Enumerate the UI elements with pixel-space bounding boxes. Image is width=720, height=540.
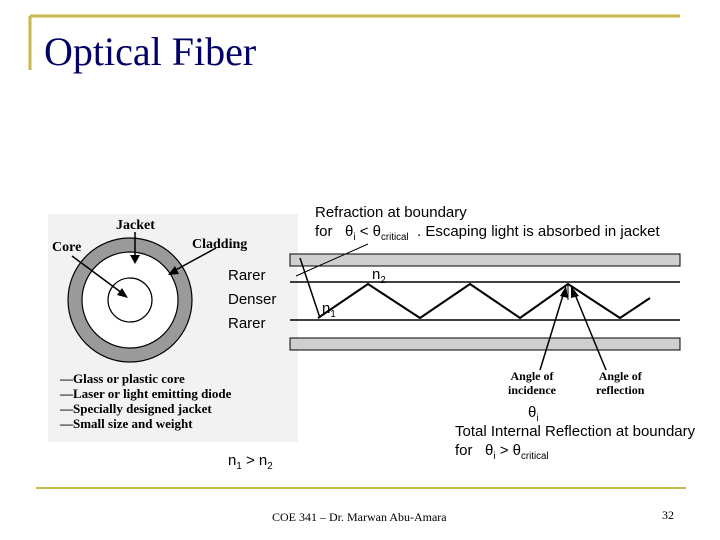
theta-symbol: θ xyxy=(512,442,521,459)
feature-item: —Specially designed jacket xyxy=(60,401,212,416)
refraction-caption-line1: Refraction at boundary xyxy=(315,204,467,221)
reflection-pointer xyxy=(573,291,607,371)
n-letter: n xyxy=(372,266,381,283)
feature-list: —Glass or plastic core —Laser or light e… xyxy=(60,371,231,431)
theta-symbol: θ xyxy=(485,442,494,459)
tir-caption-line2: for θi > θcritical xyxy=(455,442,549,462)
less-than: < xyxy=(359,223,369,240)
cladding-arrowhead xyxy=(168,266,179,275)
greater-than: > xyxy=(499,442,509,459)
for-text: for xyxy=(315,223,333,240)
tir-caption-line1: Total Internal Reflection at boundary xyxy=(455,423,696,440)
theta-symbol: θ xyxy=(372,223,381,240)
feature-item: —Glass or plastic core xyxy=(60,371,185,386)
layer-label-top: Rarer xyxy=(228,267,266,284)
subscript-i: i xyxy=(536,413,539,424)
refraction-pointer xyxy=(295,243,369,277)
core-arrowhead xyxy=(117,288,128,298)
footer-course: COE 341 – Dr. Marwan Abu-Amara xyxy=(272,510,447,524)
for-text: for xyxy=(455,442,473,459)
bottom-jacket-band xyxy=(289,337,681,351)
angle-of-reflection-label: Angle of reflection xyxy=(596,369,645,397)
core-label: Core xyxy=(52,240,82,255)
subscript-2: 2 xyxy=(380,275,386,286)
cladding-label: Cladding xyxy=(192,237,248,252)
refraction-caption-line2: for θi < θcritical . Escaping light is a… xyxy=(315,223,660,243)
feature-item: —Laser or light emitting diode xyxy=(60,386,232,401)
n1-label: n1 xyxy=(322,300,336,320)
subscript-1: 1 xyxy=(236,461,242,472)
core-circle xyxy=(107,277,153,323)
top-jacket-band xyxy=(289,253,681,267)
feature-item: —Small size and weight xyxy=(60,416,193,431)
incidence-pointer xyxy=(539,291,565,371)
theta-symbol: θ xyxy=(345,223,354,240)
jacket-label: Jacket xyxy=(116,218,155,233)
page-number: 32 xyxy=(662,508,674,522)
theta-symbol: θ xyxy=(528,404,537,421)
core-pointer xyxy=(71,255,127,297)
layer-label-bottom: Rarer xyxy=(228,315,266,332)
theta-i-label: θi xyxy=(528,404,539,424)
jacket-arrowhead xyxy=(130,255,140,264)
n2-label: n2 xyxy=(372,266,386,286)
n-letter: n xyxy=(322,300,331,317)
angle-of-incidence-label: Angle of incidence xyxy=(508,369,556,397)
n-letter: n xyxy=(228,452,237,469)
escaping-ray xyxy=(299,257,321,319)
subscript-critical: critical xyxy=(521,451,549,462)
incidence-arrowhead xyxy=(560,286,568,298)
reflected-light-ray xyxy=(317,282,651,320)
cladding-pointer xyxy=(171,247,217,273)
subscript-2: 2 xyxy=(267,461,273,472)
index-relation: n1 > n2 xyxy=(228,452,273,472)
subscript-i: i xyxy=(493,451,496,462)
subscript-1: 1 xyxy=(330,309,336,320)
layer-label-middle: Denser xyxy=(228,291,277,308)
reflection-arrowhead xyxy=(571,286,579,298)
subscript-i: i xyxy=(353,232,356,243)
subscript-critical: critical xyxy=(381,232,409,243)
greater-than-n: > n xyxy=(241,452,268,469)
slide-title: Optical Fiber xyxy=(44,29,257,74)
escape-text: . Escaping light is absorbed in jacket xyxy=(416,223,660,240)
